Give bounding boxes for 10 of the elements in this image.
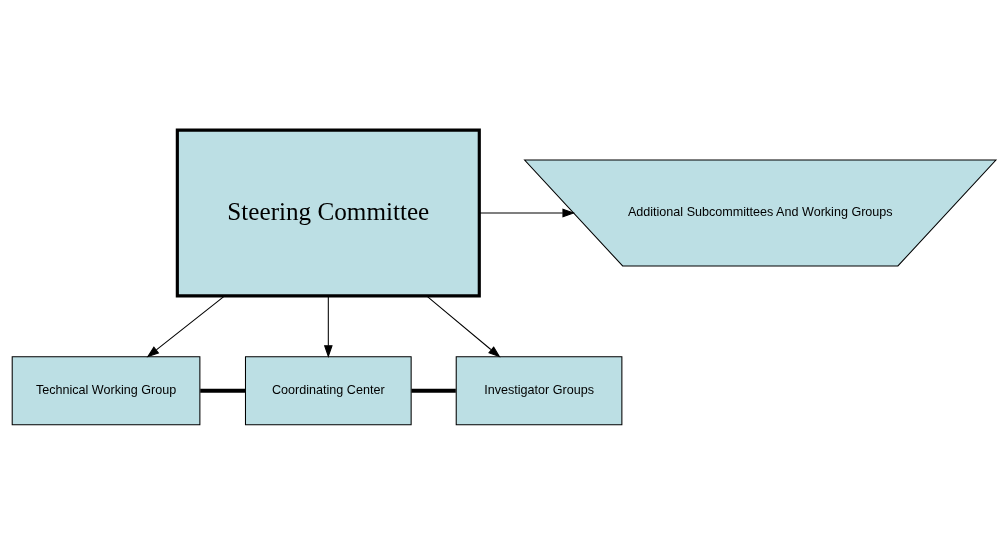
arrow — [426, 294, 501, 358]
arrow — [146, 294, 226, 358]
node-box: Investigator Groups — [455, 355, 623, 425]
arrow — [478, 208, 576, 217]
connector — [411, 388, 456, 393]
node-box: Steering Committee — [175, 128, 481, 297]
node-box: Coordinating Center — [244, 355, 412, 425]
node-box: Technical Working Group — [11, 355, 201, 425]
connector — [200, 388, 246, 393]
arrow — [323, 295, 333, 358]
